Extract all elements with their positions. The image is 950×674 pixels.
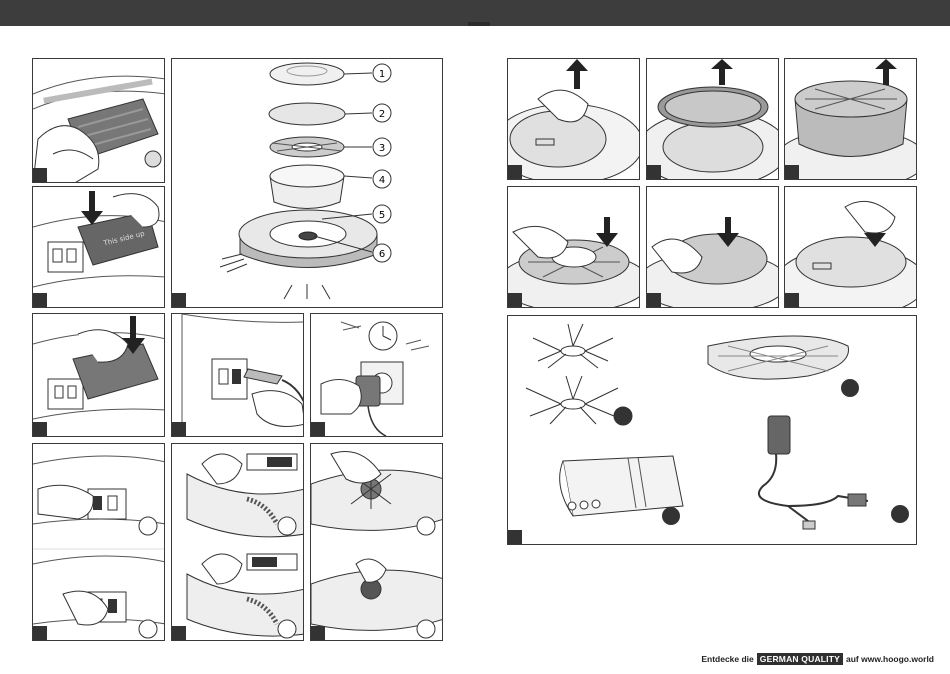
charger-adapter [759, 416, 909, 529]
step-marker [508, 293, 522, 307]
step-marker [311, 422, 325, 436]
illustration-close-lid [785, 187, 917, 308]
step-marker [172, 293, 186, 307]
step-remove-filter [784, 58, 917, 180]
side-brushes [526, 324, 632, 425]
step-insert-battery: This side up [32, 186, 165, 308]
step-marker [172, 422, 186, 436]
step-marker [647, 293, 661, 307]
step-marker [33, 626, 47, 640]
footer-prefix: Entdecke die [701, 654, 753, 664]
step-insert-cover [646, 186, 779, 308]
header-notch [468, 22, 490, 26]
callout-4: 4 [379, 175, 385, 186]
german-quality-badge: GERMAN QUALITY [757, 653, 843, 665]
step-marker [172, 626, 186, 640]
callout-2: 2 [379, 109, 385, 120]
step-marker [33, 422, 47, 436]
step-marker [647, 165, 661, 179]
top-header-bar [0, 0, 950, 26]
step-marker [33, 293, 47, 307]
step-remove-lid [507, 58, 640, 180]
callout-3: 3 [379, 143, 385, 154]
step-marker [33, 168, 47, 182]
battery-pack [560, 456, 683, 525]
footer-tagline: Entdecke die GERMAN QUALITY auf www.hoog… [701, 652, 934, 665]
step-marker [311, 626, 325, 640]
exploded-view-panel: 1 2 3 4 5 6 [171, 58, 443, 308]
illustration-attach-brush [311, 444, 443, 641]
illustration-remove-lid [508, 59, 640, 180]
illustration-insert-filter [508, 187, 640, 308]
step-marker [508, 165, 522, 179]
step-plug-charger [171, 313, 304, 437]
illustration-close-cover [33, 314, 165, 437]
exploded-view-illustration: 1 2 3 4 5 6 [172, 59, 443, 308]
illustration-power-switch [33, 444, 165, 641]
step-marker [785, 165, 799, 179]
illustration-insert-battery: This side up [33, 187, 165, 308]
illustration-remove-cover [33, 59, 165, 183]
step-power-switch [32, 443, 165, 641]
step-close-battery-cover [32, 313, 165, 437]
step-close-lid [784, 186, 917, 308]
step-insert-filter [507, 186, 640, 308]
accessories-panel [507, 315, 917, 545]
step-marker [508, 530, 522, 544]
callout-1: 1 [379, 69, 385, 80]
illustration-remove-filter [785, 59, 917, 180]
illustration-remove-filter-cover [647, 59, 779, 180]
step-side-brush-lock [171, 443, 304, 641]
filter-grid [708, 336, 859, 397]
step-marker [785, 293, 799, 307]
callout-6: 6 [379, 249, 385, 260]
step-open-battery-cover [32, 58, 165, 183]
illustration-plug-charger [172, 314, 304, 437]
illustration-insert-filter-cover [647, 187, 779, 308]
step-adapter-socket [310, 313, 443, 437]
callout-5: 5 [379, 210, 385, 221]
illustration-side-brush-lock [172, 444, 304, 641]
footer-suffix[interactable]: auf www.hoogo.world [846, 654, 934, 664]
step-attach-brush [310, 443, 443, 641]
accessories-illustration [508, 316, 917, 545]
illustration-adapter-socket [311, 314, 443, 437]
step-remove-cover [646, 58, 779, 180]
